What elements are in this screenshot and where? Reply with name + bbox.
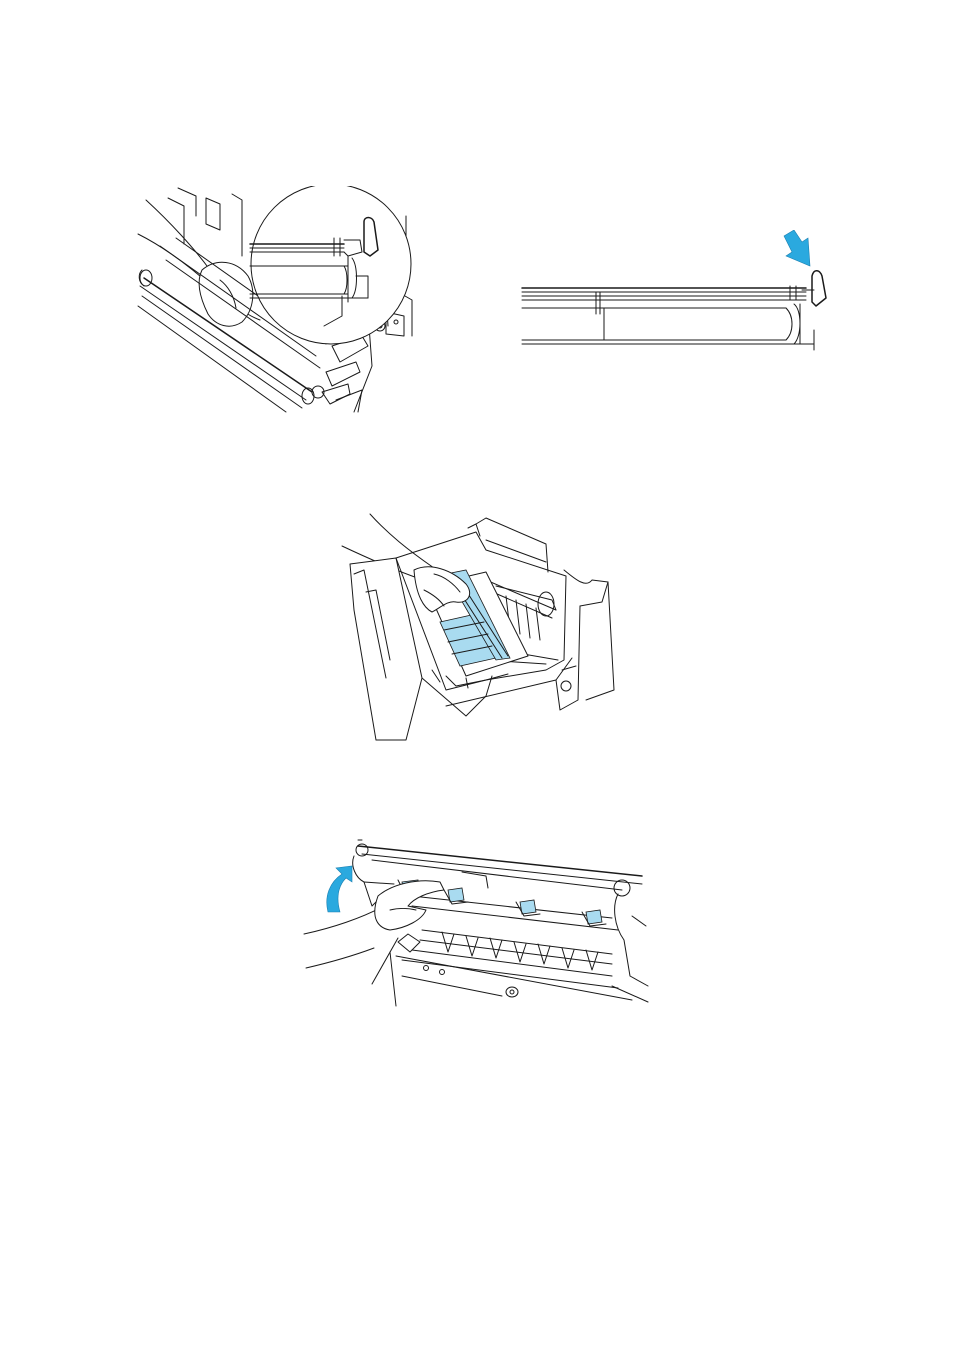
tab-lift-illustration bbox=[302, 836, 650, 1012]
roller-zoom-illustration bbox=[136, 186, 426, 416]
roller-lever-illustration bbox=[516, 230, 828, 352]
fuser-removal-illustration bbox=[336, 510, 620, 744]
